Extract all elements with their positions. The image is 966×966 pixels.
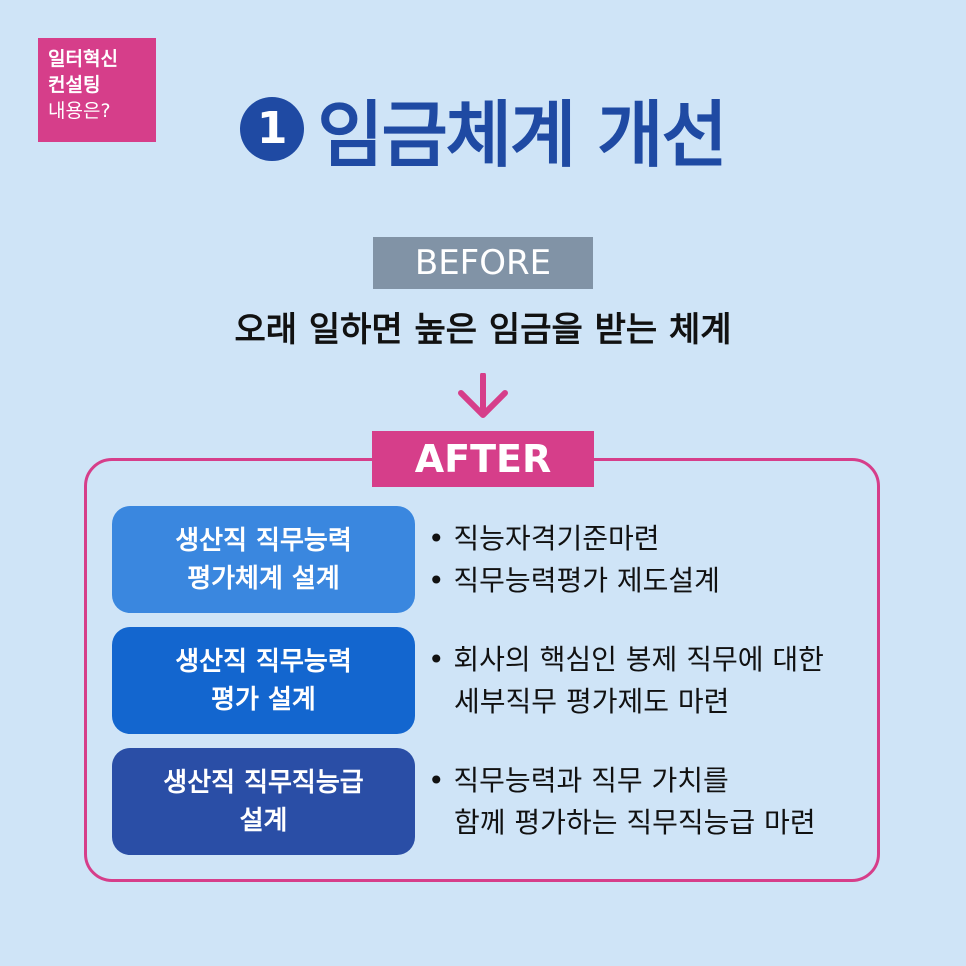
title-number-badge: 1	[240, 96, 305, 161]
row-1-label-line-2: 평가체계 설계	[187, 563, 340, 594]
badge-line-1: 일터혁신	[48, 48, 118, 70]
title-text: 임금체계 개선	[317, 93, 728, 177]
arrow-down-icon	[458, 373, 508, 418]
badge-line-3: 내용은?	[48, 100, 111, 122]
row-3-desc-line-2: 함께 평가하는 직무직능급 마련	[454, 806, 816, 839]
row-3-description: • 직무능력과 직무 가치를 함께 평가하는 직무직능급 마련	[428, 760, 868, 844]
page-title: 1 임금체계 개선	[0, 76, 966, 181]
corner-badge: 일터혁신 컨설팅 내용은?	[38, 38, 156, 142]
after-tag: AFTER	[372, 431, 594, 487]
row-1-label: 생산직 직무능력 평가체계 설계	[112, 506, 415, 613]
row-1-description: • 직능자격기준마련 • 직무능력평가 제도설계	[428, 518, 868, 602]
row-3-label: 생산직 직무직능급 설계	[112, 748, 415, 855]
row-2-description: • 회사의 핵심인 봉제 직무에 대한 세부직무 평가제도 마련	[428, 639, 868, 723]
row-2-desc-line-2: 세부직무 평가제도 마련	[454, 685, 730, 718]
before-tag: BEFORE	[373, 237, 593, 289]
badge-line-2: 컨설팅	[48, 74, 101, 96]
row-3-desc-line-1: • 직무능력과 직무 가치를	[428, 764, 729, 797]
row-3-label-line-1: 생산직 직무직능급	[163, 767, 364, 798]
row-1-desc-line-2: • 직무능력평가 제도설계	[428, 564, 720, 597]
row-2-label-line-2: 평가 설계	[211, 684, 316, 715]
row-1-label-line-1: 생산직 직무능력	[175, 525, 352, 556]
row-2-desc-line-1: • 회사의 핵심인 봉제 직무에 대한	[428, 643, 824, 676]
row-1-desc-line-1: • 직능자격기준마련	[428, 522, 660, 555]
before-description: 오래 일하면 높은 임금을 받는 체계	[234, 310, 732, 350]
row-2-label: 생산직 직무능력 평가 설계	[112, 627, 415, 734]
row-2-label-line-1: 생산직 직무능력	[175, 646, 352, 677]
row-3-label-line-2: 설계	[239, 805, 288, 836]
